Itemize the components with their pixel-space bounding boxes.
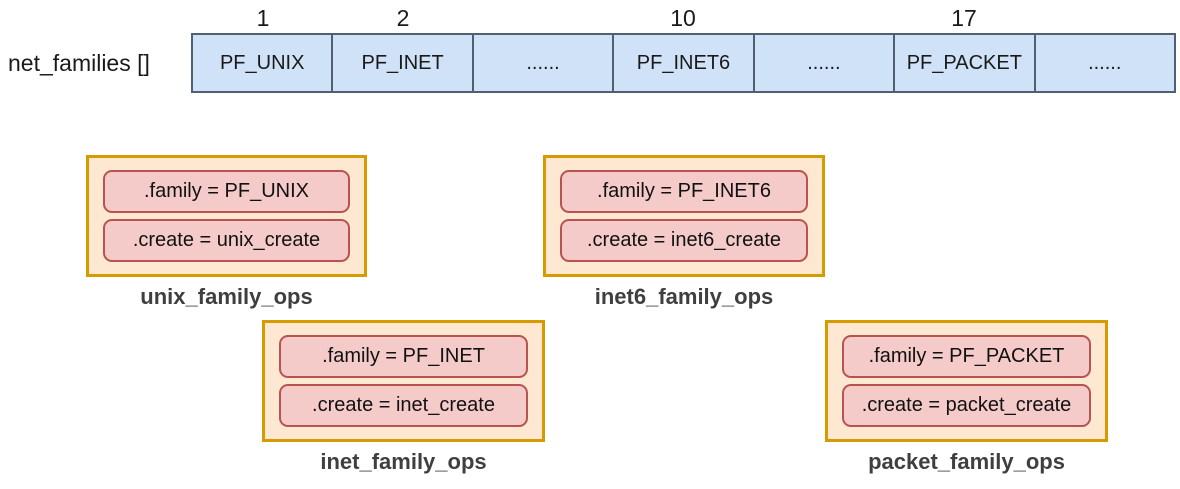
array-cell-pf-inet: PF_INET xyxy=(331,35,471,91)
array-cell-ellipsis: ...... xyxy=(1033,35,1174,91)
struct-box: .family = PF_INET .create = inet_create xyxy=(262,320,545,442)
struct-caption: packet_family_ops xyxy=(868,449,1065,474)
array-index-label: 17 xyxy=(947,3,981,33)
struct-box: .family = PF_PACKET .create = packet_cre… xyxy=(825,320,1108,442)
struct-box: .family = PF_INET6 .create = inet6_creat… xyxy=(543,155,825,277)
struct-caption: inet6_family_ops xyxy=(594,284,774,309)
array-index-label: 2 xyxy=(392,3,414,33)
struct-inet6-family-ops: .family = PF_INET6 .create = inet6_creat… xyxy=(543,155,825,310)
array-cell-ellipsis: ...... xyxy=(471,35,612,91)
struct-field-family: .family = PF_UNIX xyxy=(103,170,350,213)
struct-field-create: .create = packet_create xyxy=(842,384,1091,427)
struct-box: .family = PF_UNIX .create = unix_create xyxy=(86,155,367,277)
array-cell-ellipsis: ...... xyxy=(752,35,893,91)
array-index-label: 10 xyxy=(666,3,700,33)
struct-field-create: .create = inet_create xyxy=(279,384,528,427)
array-cell-pf-inet6: PF_INET6 xyxy=(612,35,752,91)
array-index-label: 1 xyxy=(252,3,274,33)
struct-caption: unix_family_ops xyxy=(140,284,313,309)
struct-inet-family-ops: .family = PF_INET .create = inet_create … xyxy=(262,320,545,475)
struct-field-family: .family = PF_INET xyxy=(279,335,528,378)
struct-unix-family-ops: .family = PF_UNIX .create = unix_create … xyxy=(86,155,367,310)
struct-field-create: .create = unix_create xyxy=(103,219,350,262)
struct-field-family: .family = PF_INET6 xyxy=(560,170,808,213)
array-cell-pf-packet: PF_PACKET xyxy=(893,35,1033,91)
struct-field-create: .create = inet6_create xyxy=(560,219,808,262)
struct-field-family: .family = PF_PACKET xyxy=(842,335,1091,378)
net-families-array: PF_UNIX PF_INET ...... PF_INET6 ...... P… xyxy=(191,33,1176,93)
array-cell-pf-unix: PF_UNIX xyxy=(219,51,305,74)
struct-caption: inet_family_ops xyxy=(320,449,487,474)
array-name-label: net_families [] xyxy=(2,47,156,80)
struct-packet-family-ops: .family = PF_PACKET .create = packet_cre… xyxy=(825,320,1108,475)
